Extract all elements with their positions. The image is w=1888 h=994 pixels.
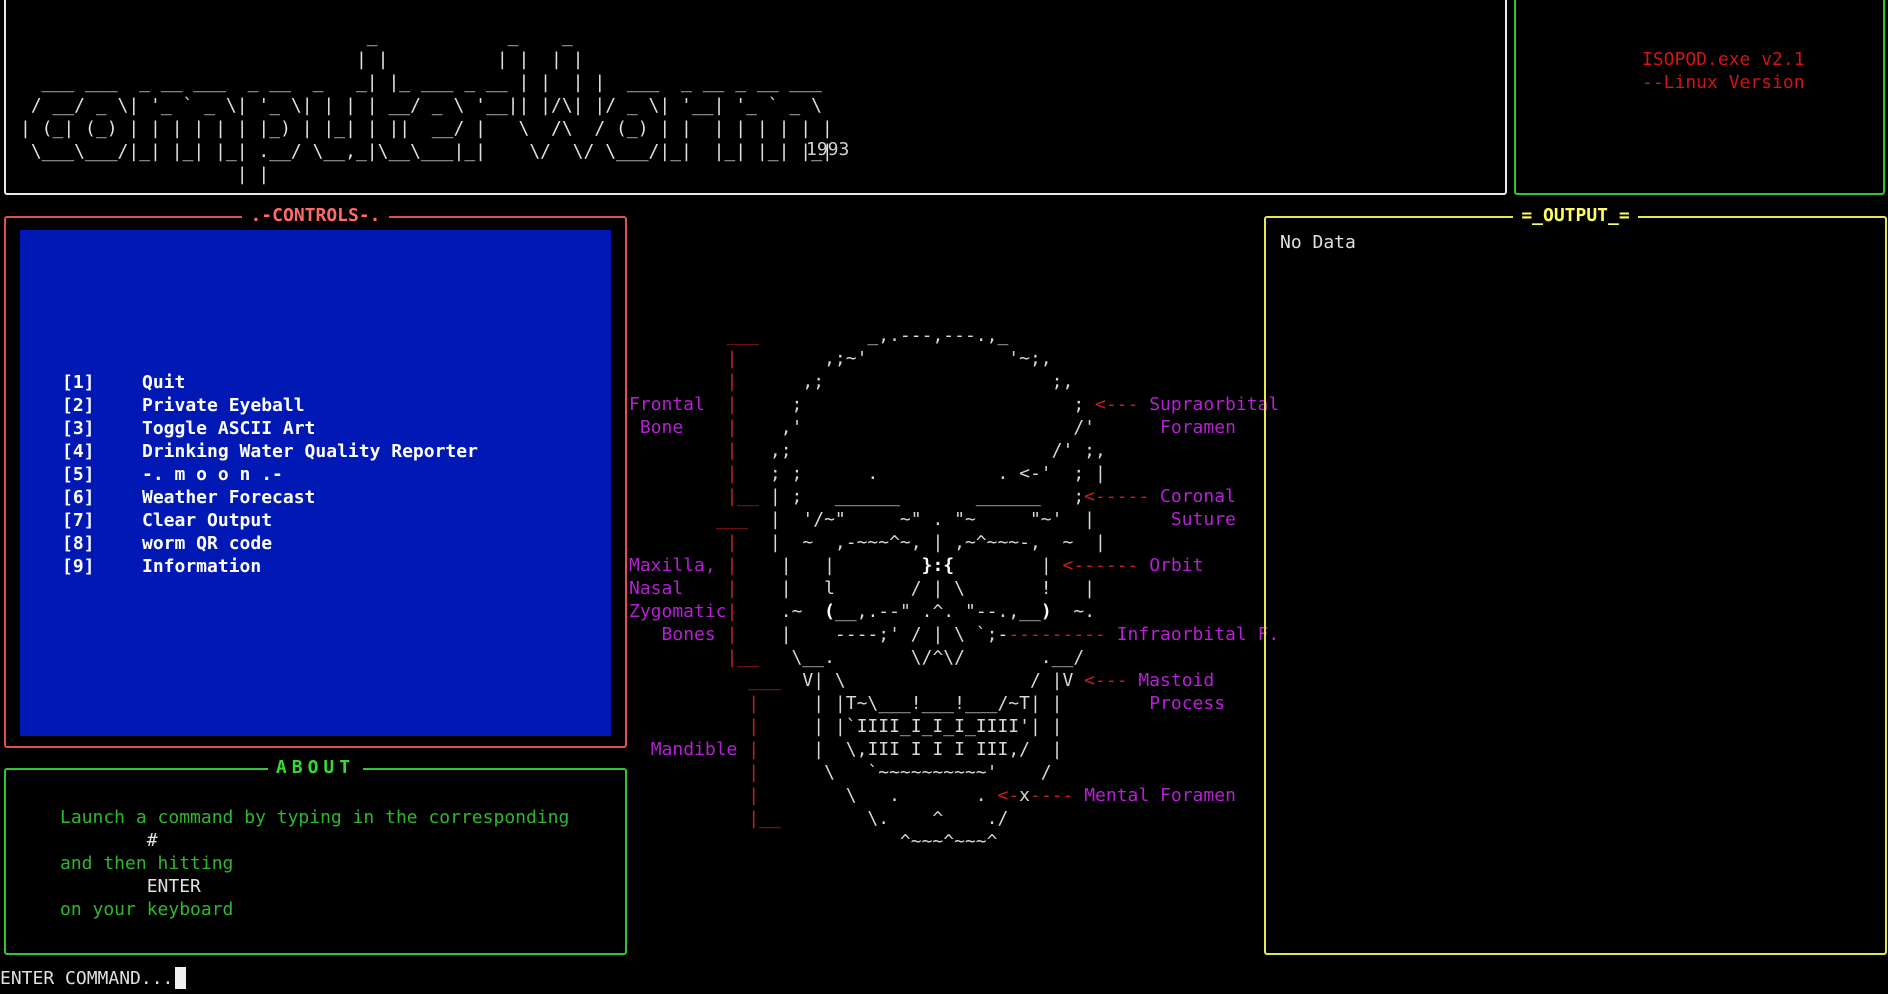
menu-item-key: [7] [62,510,95,531]
menu-item-label: Private Eyeball [142,395,305,416]
banner-ascii-art: _ _ _ | | | | | | ___ ___ _ __ ___ _ __ … [20,26,833,185]
banner-panel: _ _ _ | | | | | | ___ ___ _ __ ___ _ __ … [4,0,1507,195]
menu-item-label: Drinking Water Quality Reporter [142,441,478,462]
menu-item-label: Quit [142,372,186,393]
menu-item-key: [2] [62,395,95,416]
command-input[interactable]: ENTER COMMAND... [0,966,187,990]
menu-item-label: Weather Forecast [142,487,316,508]
menu-item-key: [6] [62,487,95,508]
command-prompt: ENTER COMMAND... [0,967,174,989]
menu-item-water-quality[interactable]: [4] Drinking Water Quality Reporter [62,440,478,463]
output-title: =_OUTPUT_= [1266,205,1885,227]
menu-item-label: Clear Output [142,510,273,531]
controls-title: .-CONTROLS-. [6,205,625,227]
controls-panel: .-CONTROLS-. [1] Quit [2] Private Eyeball … [4,205,627,748]
menu-item-clear-output[interactable]: [7] Clear Output [62,509,478,532]
menu-item-key: [5] [62,464,95,485]
menu-item-label: worm QR code [142,533,273,554]
text-cursor [175,967,187,989]
menu-item-label: -. m o o n .- [142,464,283,485]
version-text: ISOPOD.exe v2.1 --Linux Version [1642,49,1805,93]
menu-item-key: [8] [62,533,95,554]
menu-item-private-eyeball[interactable]: [2] Private Eyeball [62,394,478,417]
version-panel: ISOPOD.exe v2.1 --Linux Version [1514,0,1885,195]
menu-item-toggle-ascii-art[interactable]: [3] Toggle ASCII Art [62,417,478,440]
output-panel: =_OUTPUT_= No Data [1264,205,1887,955]
menu-item-weather-forecast[interactable]: [6] Weather Forecast [62,486,478,509]
menu-item-key: [3] [62,418,95,439]
about-text: Launch a command by typing in the corres… [60,807,570,920]
menu-item-quit[interactable]: [1] Quit [62,371,478,394]
menu-item-key: [4] [62,441,95,462]
output-text: No Data [1280,232,1356,253]
menu-item-moon[interactable]: [5] -. m o o n .- [62,463,478,486]
menu-item-label: Information [142,556,262,577]
menu-item-worm-qr[interactable]: [8] worm QR code [62,532,478,555]
about-title: ABOUT [6,757,625,779]
command-menu: [1] Quit [2] Private Eyeball [3] Toggle ASC… [62,371,478,578]
menu-item-information[interactable]: [9] Information [62,555,478,578]
about-panel: ABOUT Launch a command by typing in the … [4,757,627,955]
banner-year: 1993 [806,139,850,160]
controls-menu-box: [1] Quit [2] Private Eyeball [3] Toggle ASC… [20,230,611,736]
menu-item-key: [1] [62,372,95,393]
menu-item-key: [9] [62,556,95,577]
menu-item-label: Toggle ASCII Art [142,418,316,439]
skull-ascii-diagram: ___ _,.---,---.,_ | ,;~' '~;, | ,; ;, Fr… [629,325,1280,852]
